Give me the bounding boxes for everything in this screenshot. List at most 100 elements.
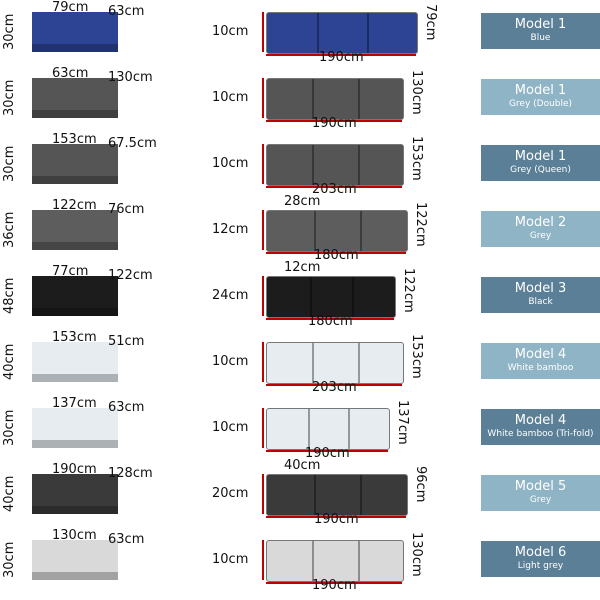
unfolded-length-label: 203cm — [312, 182, 357, 197]
model-name: Model 1 — [514, 83, 567, 98]
folded-height-label: 30cm — [2, 79, 17, 116]
unfolded-width-label: 153cm — [409, 334, 424, 379]
unfolded-length-label: 180cm — [308, 314, 353, 329]
mattress-seam — [312, 79, 315, 119]
dimension-line — [266, 384, 402, 386]
model-variant: White bamboo — [507, 363, 574, 374]
model-name: Model 2 — [514, 215, 567, 230]
model-variant: Grey (Queen) — [510, 165, 571, 176]
extra-dimension-label: 12cm — [284, 260, 321, 275]
mattress-seam — [348, 409, 351, 449]
unfolded-width-label: 122cm — [413, 202, 428, 247]
model-variant: Grey — [529, 231, 552, 242]
model-variant: Black — [528, 297, 553, 308]
unfolded-mattress-image — [266, 78, 404, 120]
folded-mattress-image — [32, 144, 118, 184]
unfolded-length-label: 190cm — [305, 446, 350, 461]
folded-height-label: 48cm — [2, 277, 17, 314]
dimension-line — [266, 318, 394, 320]
model-variant: White bamboo (Tri-fold) — [487, 429, 594, 440]
unfolded-mattress-image — [266, 540, 404, 582]
dimension-line — [266, 54, 416, 56]
unfolded-height-label: 10cm — [212, 552, 249, 567]
unfolded-width-label: 130cm — [409, 532, 424, 577]
folded-width-label: 153cm — [52, 330, 97, 345]
unfolded-length-label: 203cm — [312, 380, 357, 395]
mattress-seam — [309, 277, 312, 317]
model-name: Model 4 — [514, 413, 567, 428]
folded-depth-label: 122cm — [108, 268, 153, 283]
folded-mattress-image — [32, 408, 118, 448]
folded-width-label: 122cm — [52, 198, 97, 213]
dimension-line — [266, 582, 402, 584]
dimension-line — [266, 120, 402, 122]
folded-width-label: 130cm — [52, 528, 97, 543]
folded-height-label: 36cm — [2, 211, 17, 248]
model-variant: Grey — [529, 495, 552, 506]
unfolded-mattress-image — [266, 210, 408, 252]
dimension-line — [262, 78, 264, 118]
unfolded-height-label: 10cm — [212, 354, 249, 369]
folded-height-label: 30cm — [2, 13, 17, 50]
folded-depth-label: 63cm — [108, 532, 145, 547]
dimension-line — [262, 12, 264, 52]
folded-depth-label: 67.5cm — [108, 136, 157, 151]
model-name: Model 4 — [514, 347, 567, 362]
dimension-line — [266, 450, 388, 452]
model-name: Model 5 — [514, 479, 567, 494]
folded-width-label: 137cm — [52, 396, 97, 411]
mattress-seam — [307, 409, 310, 449]
folded-mattress-image — [32, 12, 118, 52]
folded-depth-label: 130cm — [108, 70, 153, 85]
folded-height-label: 40cm — [2, 475, 17, 512]
model-name: Model 1 — [514, 17, 567, 32]
unfolded-height-label: 24cm — [212, 288, 249, 303]
folded-height-label: 30cm — [2, 541, 17, 578]
folded-width-label: 79cm — [52, 0, 89, 15]
unfolded-height-label: 10cm — [212, 24, 249, 39]
unfolded-height-label: 10cm — [212, 420, 249, 435]
unfolded-mattress-image — [266, 408, 390, 450]
unfolded-length-label: 190cm — [312, 578, 357, 593]
mattress-seam — [360, 211, 363, 251]
mattress-seam — [312, 145, 315, 185]
folded-depth-label: 76cm — [108, 202, 145, 217]
unfolded-length-label: 180cm — [314, 248, 359, 263]
folded-height-label: 30cm — [2, 145, 17, 182]
folded-width-label: 63cm — [52, 66, 89, 81]
unfolded-width-label: 79cm — [423, 4, 438, 41]
folded-mattress-image — [32, 342, 118, 382]
extra-dimension-label: 28cm — [284, 194, 321, 209]
unfolded-length-label: 190cm — [312, 116, 357, 131]
unfolded-width-label: 137cm — [395, 400, 410, 445]
extra-dimension-label: 40cm — [284, 458, 321, 473]
folded-depth-label: 51cm — [108, 334, 145, 349]
mattress-seam — [367, 13, 369, 53]
folded-mattress-image — [32, 540, 118, 580]
dimension-line — [266, 252, 406, 254]
unfolded-mattress-image — [266, 276, 396, 318]
dimension-line — [262, 210, 264, 250]
unfolded-height-label: 10cm — [212, 90, 249, 105]
dimension-line — [262, 540, 264, 580]
model-variant: Light grey — [517, 561, 564, 572]
dimension-line — [262, 276, 264, 316]
unfolded-length-label: 190cm — [314, 512, 359, 527]
dimension-line — [262, 408, 264, 448]
unfolded-height-label: 20cm — [212, 486, 249, 501]
